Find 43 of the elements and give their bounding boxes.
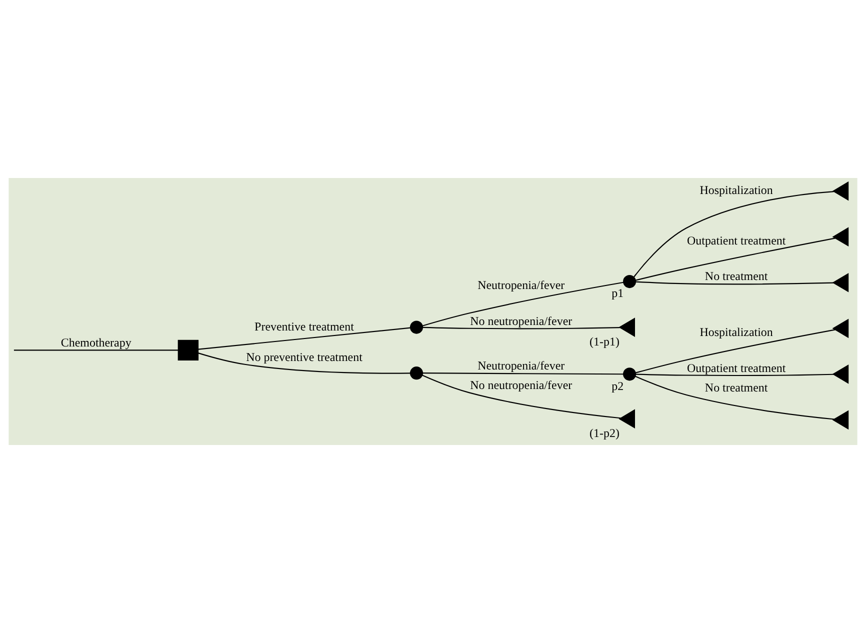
edge-label: Outpatient treatment bbox=[686, 233, 786, 248]
node-label: (1-p2) bbox=[590, 426, 620, 440]
edge-label: Hospitalization bbox=[700, 324, 773, 339]
node-box bbox=[178, 340, 199, 361]
node-triangle bbox=[618, 409, 635, 429]
edge-label: Preventive treatment bbox=[254, 319, 354, 334]
node-label: p1 bbox=[612, 286, 624, 300]
edge-label: Hospitalization bbox=[700, 183, 773, 198]
connector bbox=[198, 327, 410, 350]
node-triangle bbox=[618, 318, 635, 337]
node-circle bbox=[410, 366, 424, 380]
edge-label: No neutropenia/fever bbox=[470, 378, 572, 392]
connector bbox=[14, 350, 178, 351]
connector bbox=[633, 190, 834, 278]
connector bbox=[422, 326, 620, 330]
connector bbox=[422, 372, 624, 375]
edge-label: No treatment bbox=[704, 269, 768, 284]
edge-label: Chemotherapy bbox=[60, 336, 132, 350]
node-triangle bbox=[832, 181, 849, 201]
connector bbox=[636, 374, 834, 376]
connector bbox=[635, 238, 836, 281]
connector bbox=[635, 376, 835, 420]
connector bbox=[422, 374, 621, 419]
edge-label: No preventive treatment bbox=[246, 350, 362, 364]
node-triangle bbox=[832, 227, 849, 247]
node-circle bbox=[623, 275, 636, 288]
node-circle bbox=[410, 320, 424, 334]
connector bbox=[198, 352, 410, 374]
node-label: p2 bbox=[612, 378, 624, 393]
edge-label: Neutropenia/fever bbox=[478, 278, 565, 292]
connector bbox=[635, 329, 836, 374]
node-label: (1-p1) bbox=[590, 334, 620, 349]
node-triangle bbox=[832, 318, 849, 338]
edge-label: Outpatient treatment bbox=[686, 360, 786, 375]
node-triangle bbox=[832, 272, 849, 292]
connector bbox=[636, 281, 834, 285]
node-triangle bbox=[832, 364, 849, 384]
edge-label: No treatment bbox=[704, 380, 768, 394]
edge-label: No neutropenia/fever bbox=[470, 314, 572, 328]
edge-label: Neutropenia/fever bbox=[478, 358, 565, 373]
node-triangle bbox=[832, 410, 849, 430]
connector bbox=[422, 282, 624, 326]
node-circle bbox=[623, 368, 636, 381]
